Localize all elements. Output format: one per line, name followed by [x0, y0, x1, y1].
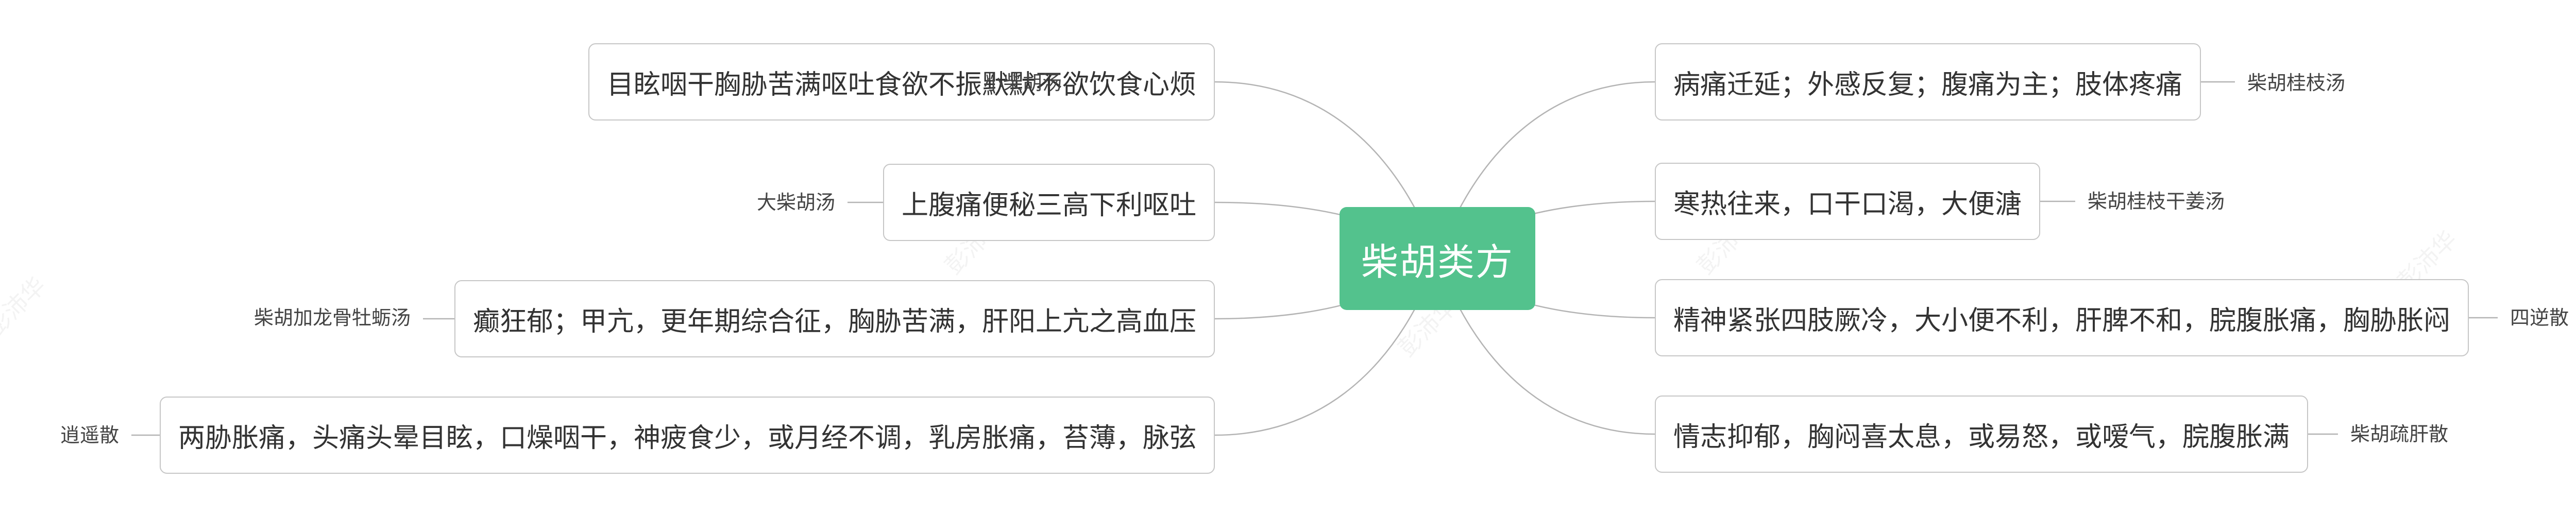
- branch-node-left-1[interactable]: 目眩咽干胸胁苦满呕吐食欲不振默默不欲饮食心烦: [588, 43, 1215, 121]
- formula-label-left-3: 柴胡加龙骨牡蛎汤: [253, 306, 411, 329]
- formula-label-left-2: 大柴胡汤: [756, 191, 835, 214]
- branch-node-left-3[interactable]: 癫狂郁；甲亢，更年期综合征，胸胁苦满，肝阳上亢之高血压: [454, 280, 1215, 357]
- formula-label-right-1: 柴胡桂枝汤: [2247, 72, 2346, 94]
- formula-label-right-4: 柴胡疏肝散: [2350, 423, 2449, 445]
- branch-node-left-4[interactable]: 两胁胀痛，头痛头晕目眩，口燥咽干，神疲食少，或月经不调，乳房胀痛，苔薄，脉弦: [159, 397, 1215, 474]
- formula-label-right-2: 柴胡桂枝干姜汤: [2088, 190, 2225, 213]
- formula-label-left-4: 逍遥散: [60, 424, 119, 446]
- root-topic[interactable]: 柴胡类方: [1340, 207, 1535, 310]
- formula-label-left-1: 小柴胡汤: [983, 72, 1062, 94]
- branch-node-right-3[interactable]: 精神紧张四肢厥冷，大小便不利，肝脾不和，脘腹胀痛，胸胁胀闷: [1655, 279, 2469, 356]
- branch-node-left-2[interactable]: 上腹痛便秘三高下利呕吐: [883, 164, 1215, 241]
- branch-node-right-1[interactable]: 病痛迁延；外感反复；腹痛为主；肢体疼痛: [1655, 43, 2201, 121]
- formula-label-right-3: 四逆散: [2510, 306, 2569, 329]
- branch-node-right-2[interactable]: 寒热往来，口干口渴，大便溏: [1655, 163, 2041, 240]
- branch-node-right-4[interactable]: 情志抑郁，胸闷喜太息，或易怒，或嗳气，脘腹胀满: [1655, 395, 2309, 473]
